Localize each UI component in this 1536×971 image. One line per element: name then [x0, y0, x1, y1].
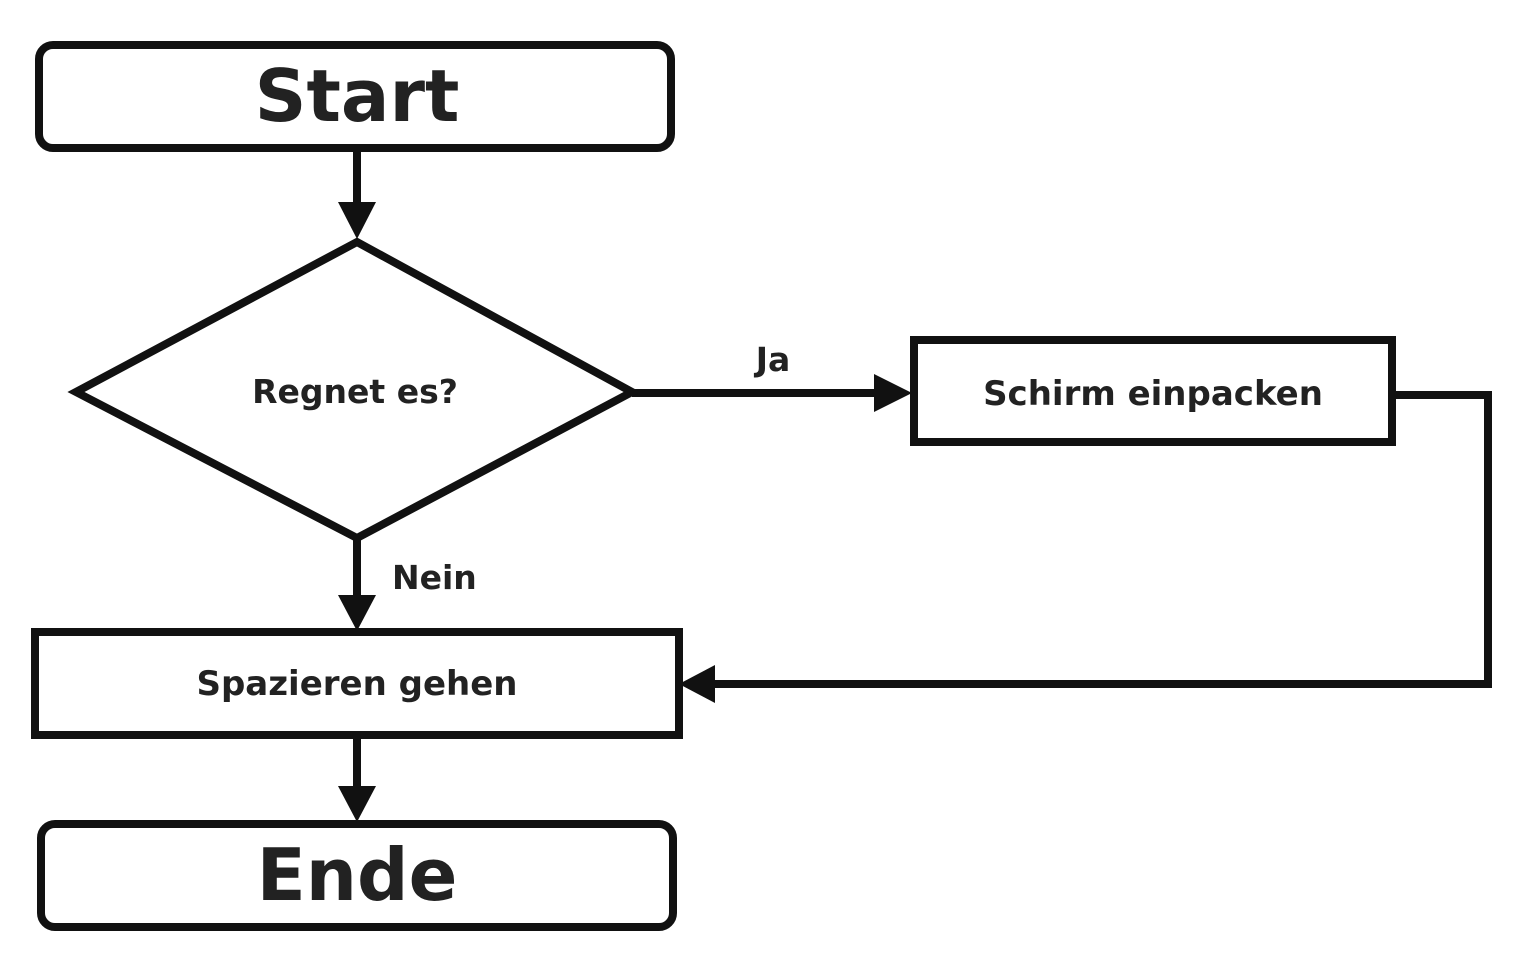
end-node: Ende [37, 820, 677, 931]
arrow-umbrella-to-walk [679, 665, 715, 703]
connector-umbrella-to-walk [715, 391, 1492, 688]
connectors [338, 150, 1492, 822]
umbrella-node-label: Schirm einpacken [983, 374, 1323, 414]
end-node-label: Ende [257, 833, 458, 917]
arrow-decision-to-umbrella [874, 374, 912, 412]
start-node: Start [35, 41, 675, 152]
end-node-shape [37, 820, 677, 931]
edge-label-no: Nein [392, 558, 477, 597]
start-node-shape [35, 41, 675, 152]
decision-node-shape [67, 237, 641, 543]
arrow-walk-to-end [338, 786, 376, 822]
arrow-decision-to-walk [338, 595, 376, 631]
decision-node: Regnet es? [67, 237, 641, 543]
decision-node-label: Regnet es? [252, 372, 458, 411]
umbrella-node: Schirm einpacken [910, 336, 1396, 446]
walk-node-shape [31, 628, 683, 739]
edge-label-yes: Ja [754, 340, 791, 379]
walk-node: Spazieren gehen [31, 628, 683, 739]
walk-node-label: Spazieren gehen [196, 664, 517, 704]
start-node-label: Start [255, 54, 460, 138]
arrow-start-to-decision [338, 202, 376, 239]
umbrella-node-shape [910, 336, 1396, 446]
